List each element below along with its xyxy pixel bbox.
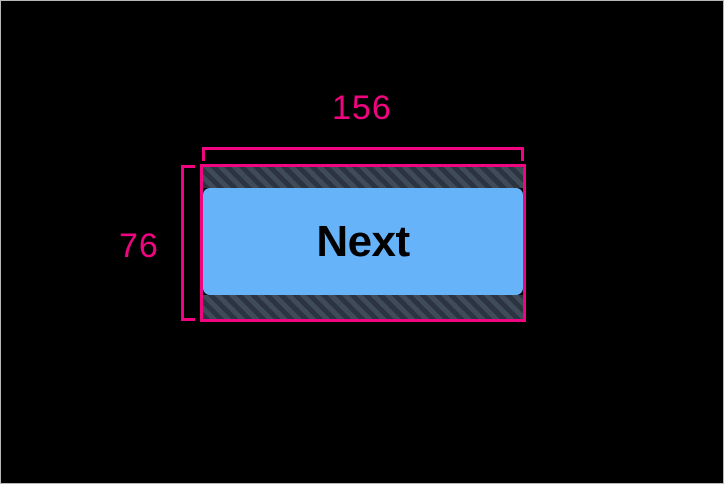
padding-hatch-top xyxy=(203,167,523,188)
next-button-label: Next xyxy=(316,216,410,266)
width-measurement-label: 156 xyxy=(332,89,392,127)
next-button[interactable]: Next xyxy=(203,188,523,295)
height-measurement-label: 76 xyxy=(119,227,159,265)
height-measurement-bracket xyxy=(181,165,195,321)
padding-hatch-bottom xyxy=(203,295,523,319)
element-selection-box[interactable]: Next xyxy=(200,164,526,322)
width-measurement-bracket xyxy=(202,147,524,161)
